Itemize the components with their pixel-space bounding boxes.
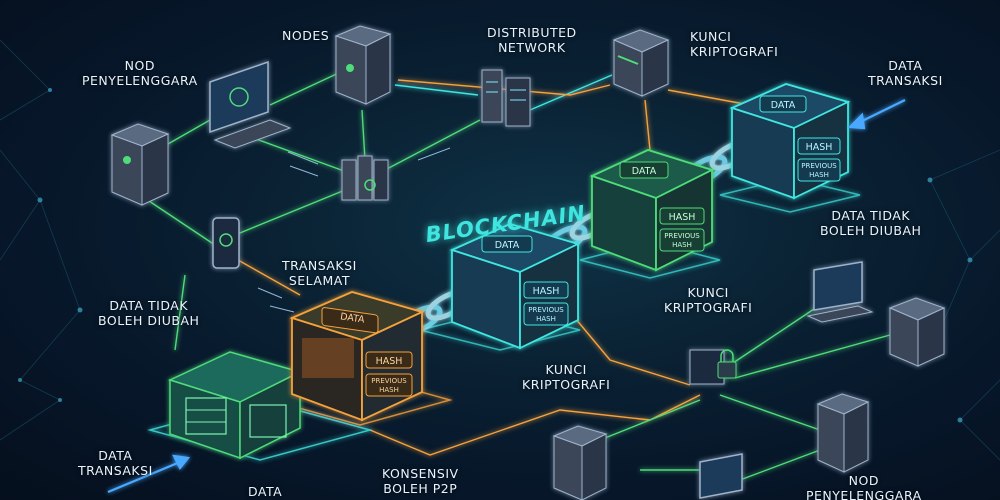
block4-hash-label: HASH: [806, 142, 833, 153]
distributed-servers-icon: [481, 69, 531, 127]
server-right-icon: [888, 297, 946, 367]
link-phone-block1: [237, 259, 301, 296]
label-nodes: NODES: [282, 28, 330, 43]
connection-lines: [139, 69, 891, 481]
link-br-bottom: [739, 449, 821, 481]
background-mesh: [0, 39, 1000, 461]
server-bottom-icon: [552, 425, 608, 500]
arrows: [107, 99, 906, 494]
link-block1-bottom: [369, 394, 701, 456]
server-bottom-right-icon: [816, 393, 870, 473]
block2-prev-label-2: HASH: [536, 315, 556, 323]
link-padlock-bottom: [599, 399, 701, 441]
link-padlock-server-r: [734, 334, 891, 379]
block4-data-label: DATA: [771, 100, 796, 111]
link-nodes-right: [397, 79, 611, 96]
link-kunci-block3: [644, 99, 651, 151]
monitor-bottom-icon: [699, 453, 743, 499]
block3-prev-label: PREVIOUS: [664, 232, 700, 240]
phone-icon: [212, 217, 240, 269]
link-padlock-monitor-r: [729, 304, 821, 366]
link-server-phone: [139, 194, 216, 246]
arrow-in-bottom-left: [107, 460, 181, 494]
block-cube-teal: [167, 351, 303, 460]
monitor-right-icon: [806, 261, 874, 323]
block3-hash-label: HASH: [669, 212, 696, 223]
block3-prev-label-2: HASH: [672, 241, 692, 249]
link-nodes-hub: [361, 109, 366, 161]
block1-prev-label: PREVIOUS: [371, 377, 407, 385]
label-data-bottom: DATA: [248, 484, 283, 499]
block-panels: DATA HASH PREVIOUS HASH DATA HASH PREVIO…: [321, 95, 841, 397]
monitor-top-left-icon: [209, 60, 292, 149]
hub-server-icon: [341, 155, 389, 201]
block3-data-label: DATA: [632, 166, 657, 177]
padlock-icon: [689, 349, 737, 385]
nodes-server-icon: [334, 25, 392, 105]
link-hub-distributed: [384, 119, 481, 171]
arrow-in-top-right: [855, 99, 906, 125]
block1-hash-label: HASH: [376, 356, 403, 367]
link-kunci-block4: [667, 89, 751, 106]
block4-prev-label-2: HASH: [809, 171, 829, 179]
block2-data-label: DATA: [495, 240, 520, 251]
kunci-server-icon: [612, 29, 670, 97]
link-monitor-hub: [244, 134, 356, 176]
link-nodes-distributed: [394, 84, 479, 96]
block4-prev-label: PREVIOUS: [801, 162, 837, 170]
link-monitor-nodes: [269, 69, 346, 106]
block2-hash-label: HASH: [533, 286, 560, 297]
server-left-icon: [110, 123, 170, 206]
block1-prev-label-2: HASH: [379, 386, 399, 394]
link-monitor-left-down: [174, 274, 186, 351]
link-padlock-server-br: [719, 394, 821, 431]
block2-prev-label: PREVIOUS: [528, 306, 564, 314]
link-phone-hub: [234, 189, 346, 236]
block1-data-label: DATA: [339, 311, 365, 325]
link-distributed-kunci: [529, 74, 613, 111]
small-arrows: [257, 147, 451, 313]
